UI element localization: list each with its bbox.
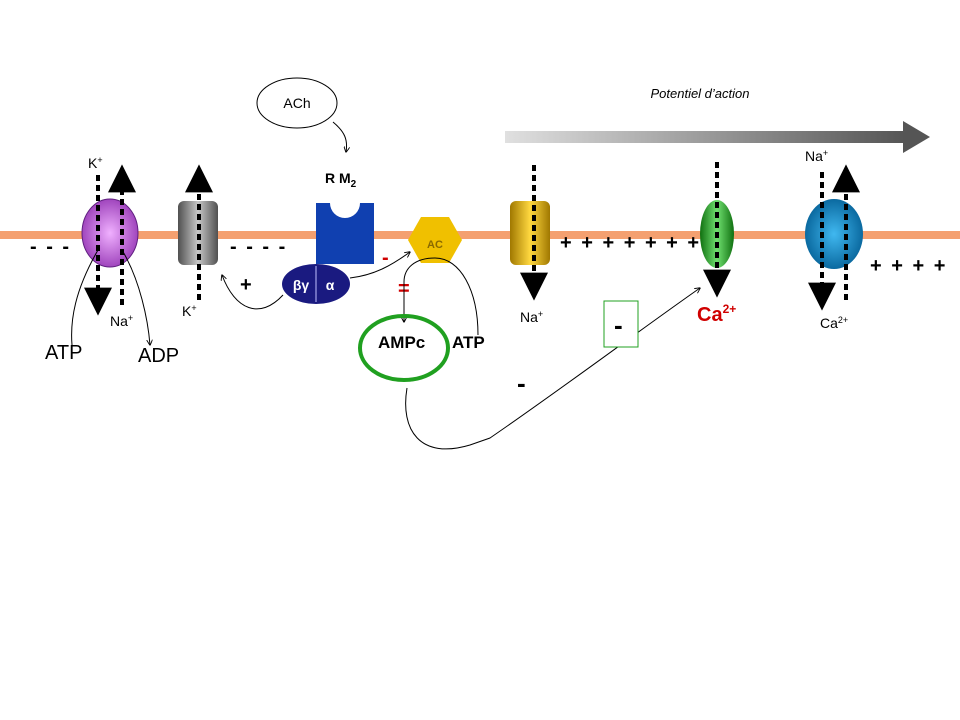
ca-label-red: Ca2+: [697, 302, 736, 326]
adp-label: ADP: [138, 345, 179, 367]
adp-curve: [121, 249, 150, 345]
action-potential-arrow: [505, 121, 930, 153]
charge-midleft: - - - -: [230, 236, 287, 258]
atp-to-ampc-arrow: [404, 257, 479, 336]
charge-mid: + + + + + + +: [560, 232, 701, 254]
k-label-top: K+: [88, 155, 103, 171]
charge-right: + + + +: [870, 255, 947, 277]
ca-channel: [700, 162, 734, 298]
atp-mid-label: ATP: [452, 333, 485, 352]
na-channel: [510, 165, 550, 301]
plus-sign: +: [240, 274, 254, 296]
charge-left: - - -: [30, 236, 71, 258]
ach-ellipse: [256, 77, 338, 129]
na-label-mid: Na+: [520, 309, 543, 325]
ca-label-right: Ca2+: [820, 315, 848, 331]
minus-box-sign: -: [614, 310, 623, 340]
na-label-left: Na+: [110, 313, 133, 329]
k-label-mid: K+: [182, 303, 197, 319]
atp-left-label: ATP: [45, 342, 82, 364]
ac-label: AC: [427, 239, 443, 251]
alpha-label: α: [326, 277, 335, 293]
ach-label: ACh: [283, 95, 310, 111]
k-channel: [178, 164, 218, 300]
alpha-arrow: [349, 252, 410, 279]
minus-low: -: [517, 368, 526, 398]
bg-arrow: [222, 275, 284, 310]
minus-box: [603, 300, 639, 348]
minus-sign: -: [382, 247, 389, 269]
na-label-right: Na+: [805, 148, 828, 164]
membrane: [0, 231, 960, 239]
ampc-to-ca-arrow: [405, 288, 700, 450]
na-k-pump: [81, 164, 139, 316]
ach-arrow: [332, 121, 347, 152]
ampc-ring: [358, 314, 450, 382]
ampc-label: AMPc: [378, 333, 425, 352]
bg-label: βγ: [293, 277, 310, 293]
receptor-m2: [316, 203, 374, 264]
ac-enzyme: [408, 217, 462, 263]
g-protein: [282, 264, 350, 304]
action-potential-label: Potentiel d’action: [650, 86, 749, 101]
na-ca-exchanger: [805, 164, 863, 311]
rm2-label: R M2: [325, 170, 357, 190]
atp-curve: [71, 249, 99, 346]
